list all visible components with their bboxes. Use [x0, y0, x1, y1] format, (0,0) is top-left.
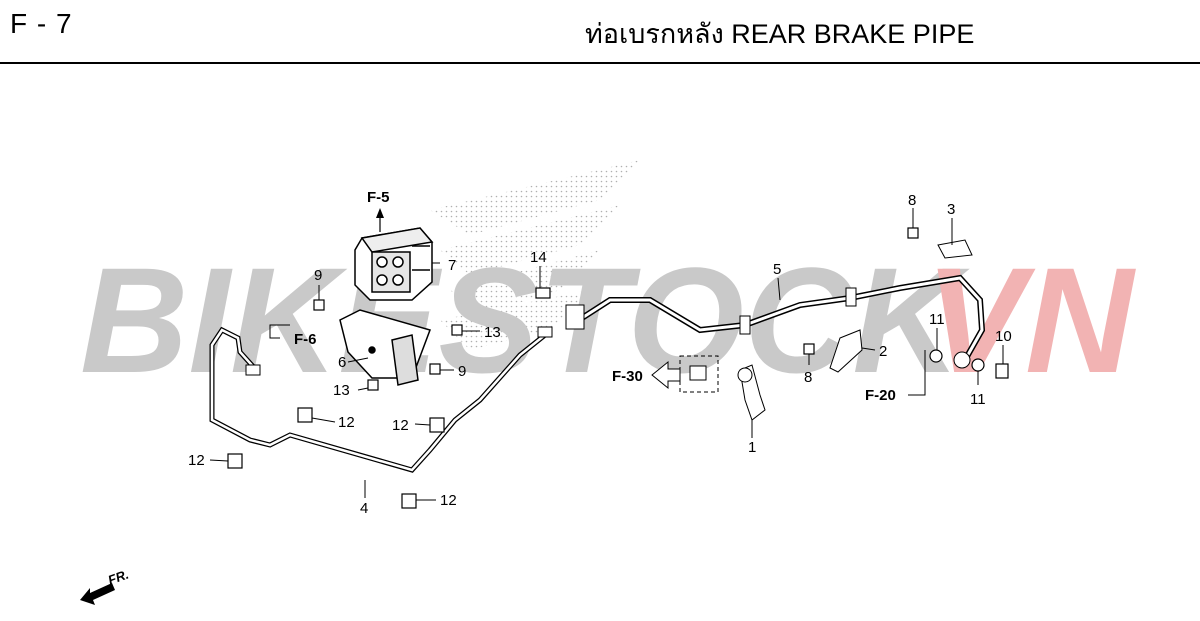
- ref-f20: F-20: [865, 387, 896, 404]
- diagram-code: F - 7: [10, 8, 73, 39]
- bolt-8-upper: [907, 227, 919, 239]
- bolt-13-lower: [367, 379, 379, 391]
- watermark-text-red: VN: [925, 236, 1136, 404]
- clip-12-b: [429, 417, 445, 433]
- banjo-fitting: [953, 351, 971, 369]
- abs-bracket: [339, 309, 431, 386]
- callout-5: 5: [773, 261, 781, 278]
- callout-8-upper: 8: [908, 192, 916, 209]
- callout-12-d: 12: [440, 492, 457, 509]
- header-divider: [0, 62, 1200, 64]
- abs-modulator: [354, 227, 434, 301]
- callout-10: 10: [995, 328, 1012, 345]
- callout-4: 4: [360, 500, 368, 517]
- bolt-9-upper: [313, 299, 325, 311]
- wing-logo-watermark: [430, 160, 640, 350]
- f30-arrow: [651, 360, 681, 390]
- callout-12-b: 12: [392, 417, 409, 434]
- hose-clip: [937, 239, 973, 259]
- callout-13-upper: 13: [484, 324, 501, 341]
- callout-9-lower: 9: [458, 363, 466, 380]
- callout-6: 6: [338, 354, 346, 371]
- callout-2: 2: [879, 343, 887, 360]
- callout-12-c: 12: [188, 452, 205, 469]
- pipe-fitting-right: [537, 326, 553, 338]
- callout-13-lower: 13: [333, 382, 350, 399]
- callout-11-left: 11: [929, 311, 945, 328]
- hose-collar-2: [845, 287, 857, 307]
- ref-f30: F-30: [612, 368, 643, 385]
- clip-12-d: [401, 493, 417, 509]
- ref-f6: F-6: [294, 331, 317, 348]
- callout-3: 3: [947, 201, 955, 218]
- bolt-10: [995, 363, 1009, 379]
- front-direction-indicator: FR.: [80, 567, 131, 605]
- washer-11-left: [929, 349, 943, 363]
- bolt-13-upper: [451, 324, 463, 336]
- callout-11-right: 11: [970, 391, 986, 408]
- watermark-text-gray: BIKESTOCK: [80, 236, 970, 404]
- callout-8-lower: 8: [804, 369, 812, 386]
- leader-lines: [209, 208, 1004, 501]
- f5-arrow: [376, 208, 384, 232]
- hose-stay: [829, 329, 863, 373]
- hose-collar-1: [739, 315, 751, 335]
- diagram-title: ท่อเบรกหลัง REAR BRAKE PIPE: [585, 19, 975, 49]
- pipe-fitting-left: [245, 364, 261, 376]
- bolt-9-lower: [429, 363, 441, 375]
- callout-12-a: 12: [338, 414, 355, 431]
- callout-14: 14: [530, 249, 547, 266]
- rear-brake-pipe: [209, 326, 547, 473]
- ref-f5: F-5: [367, 189, 390, 206]
- rear-brake-hose: [580, 274, 986, 362]
- callout-7: 7: [448, 257, 456, 274]
- washer-11-right: [971, 358, 985, 372]
- callout-9-upper: 9: [314, 267, 322, 284]
- bolt-8-lower: [803, 343, 815, 355]
- clip-12-c: [227, 453, 243, 469]
- front-label: FR.: [106, 567, 131, 588]
- hose-joint: [565, 304, 585, 330]
- clip-12-a: [297, 407, 313, 423]
- bolt-14: [535, 287, 551, 299]
- callout-1: 1: [748, 439, 756, 456]
